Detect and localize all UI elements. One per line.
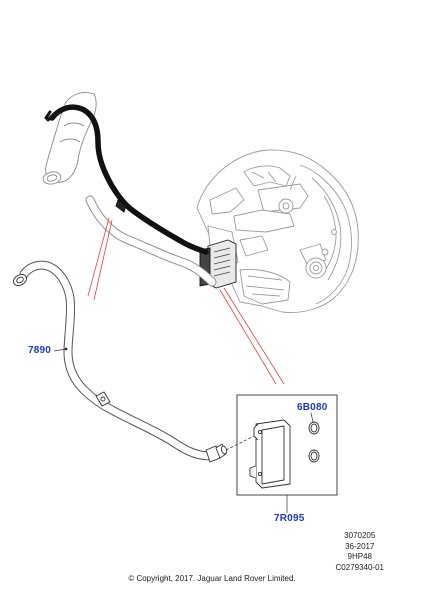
upper-cooler-hose (44, 104, 209, 255)
lower-cooler-hose (19, 260, 215, 461)
leader-lines (87, 217, 285, 385)
connector-dashed (225, 435, 255, 451)
hose-leader (53, 348, 67, 352)
hose-connector (205, 443, 228, 463)
air-duct (42, 91, 97, 185)
seal-rings (308, 421, 320, 463)
callout-7890[interactable]: 7890 (28, 345, 52, 356)
reference-block: 3070205 36-2017 9HP48 C0279340-01 (336, 531, 384, 573)
reference-line-2: 36-2017 (345, 541, 375, 551)
reference-line-1: 3070205 (344, 531, 376, 540)
copyright-notice: © Copyright, 2017. Jaguar Land Rover Lim… (128, 574, 296, 583)
hose-end-fitting (12, 273, 28, 287)
oil-cooler (249, 419, 291, 489)
seal-leader (310, 412, 314, 423)
transmission-assembly (196, 149, 359, 313)
reference-line-4: C0279340-01 (335, 562, 384, 572)
return-pipe (85, 195, 217, 287)
hose-clip (95, 391, 111, 407)
callout-7r095[interactable]: 7R095 (274, 513, 305, 524)
callout-6b080[interactable]: 6B080 (297, 402, 328, 413)
hose-leader-dot (64, 347, 68, 351)
reference-line-3: 9HP48 (347, 552, 372, 561)
